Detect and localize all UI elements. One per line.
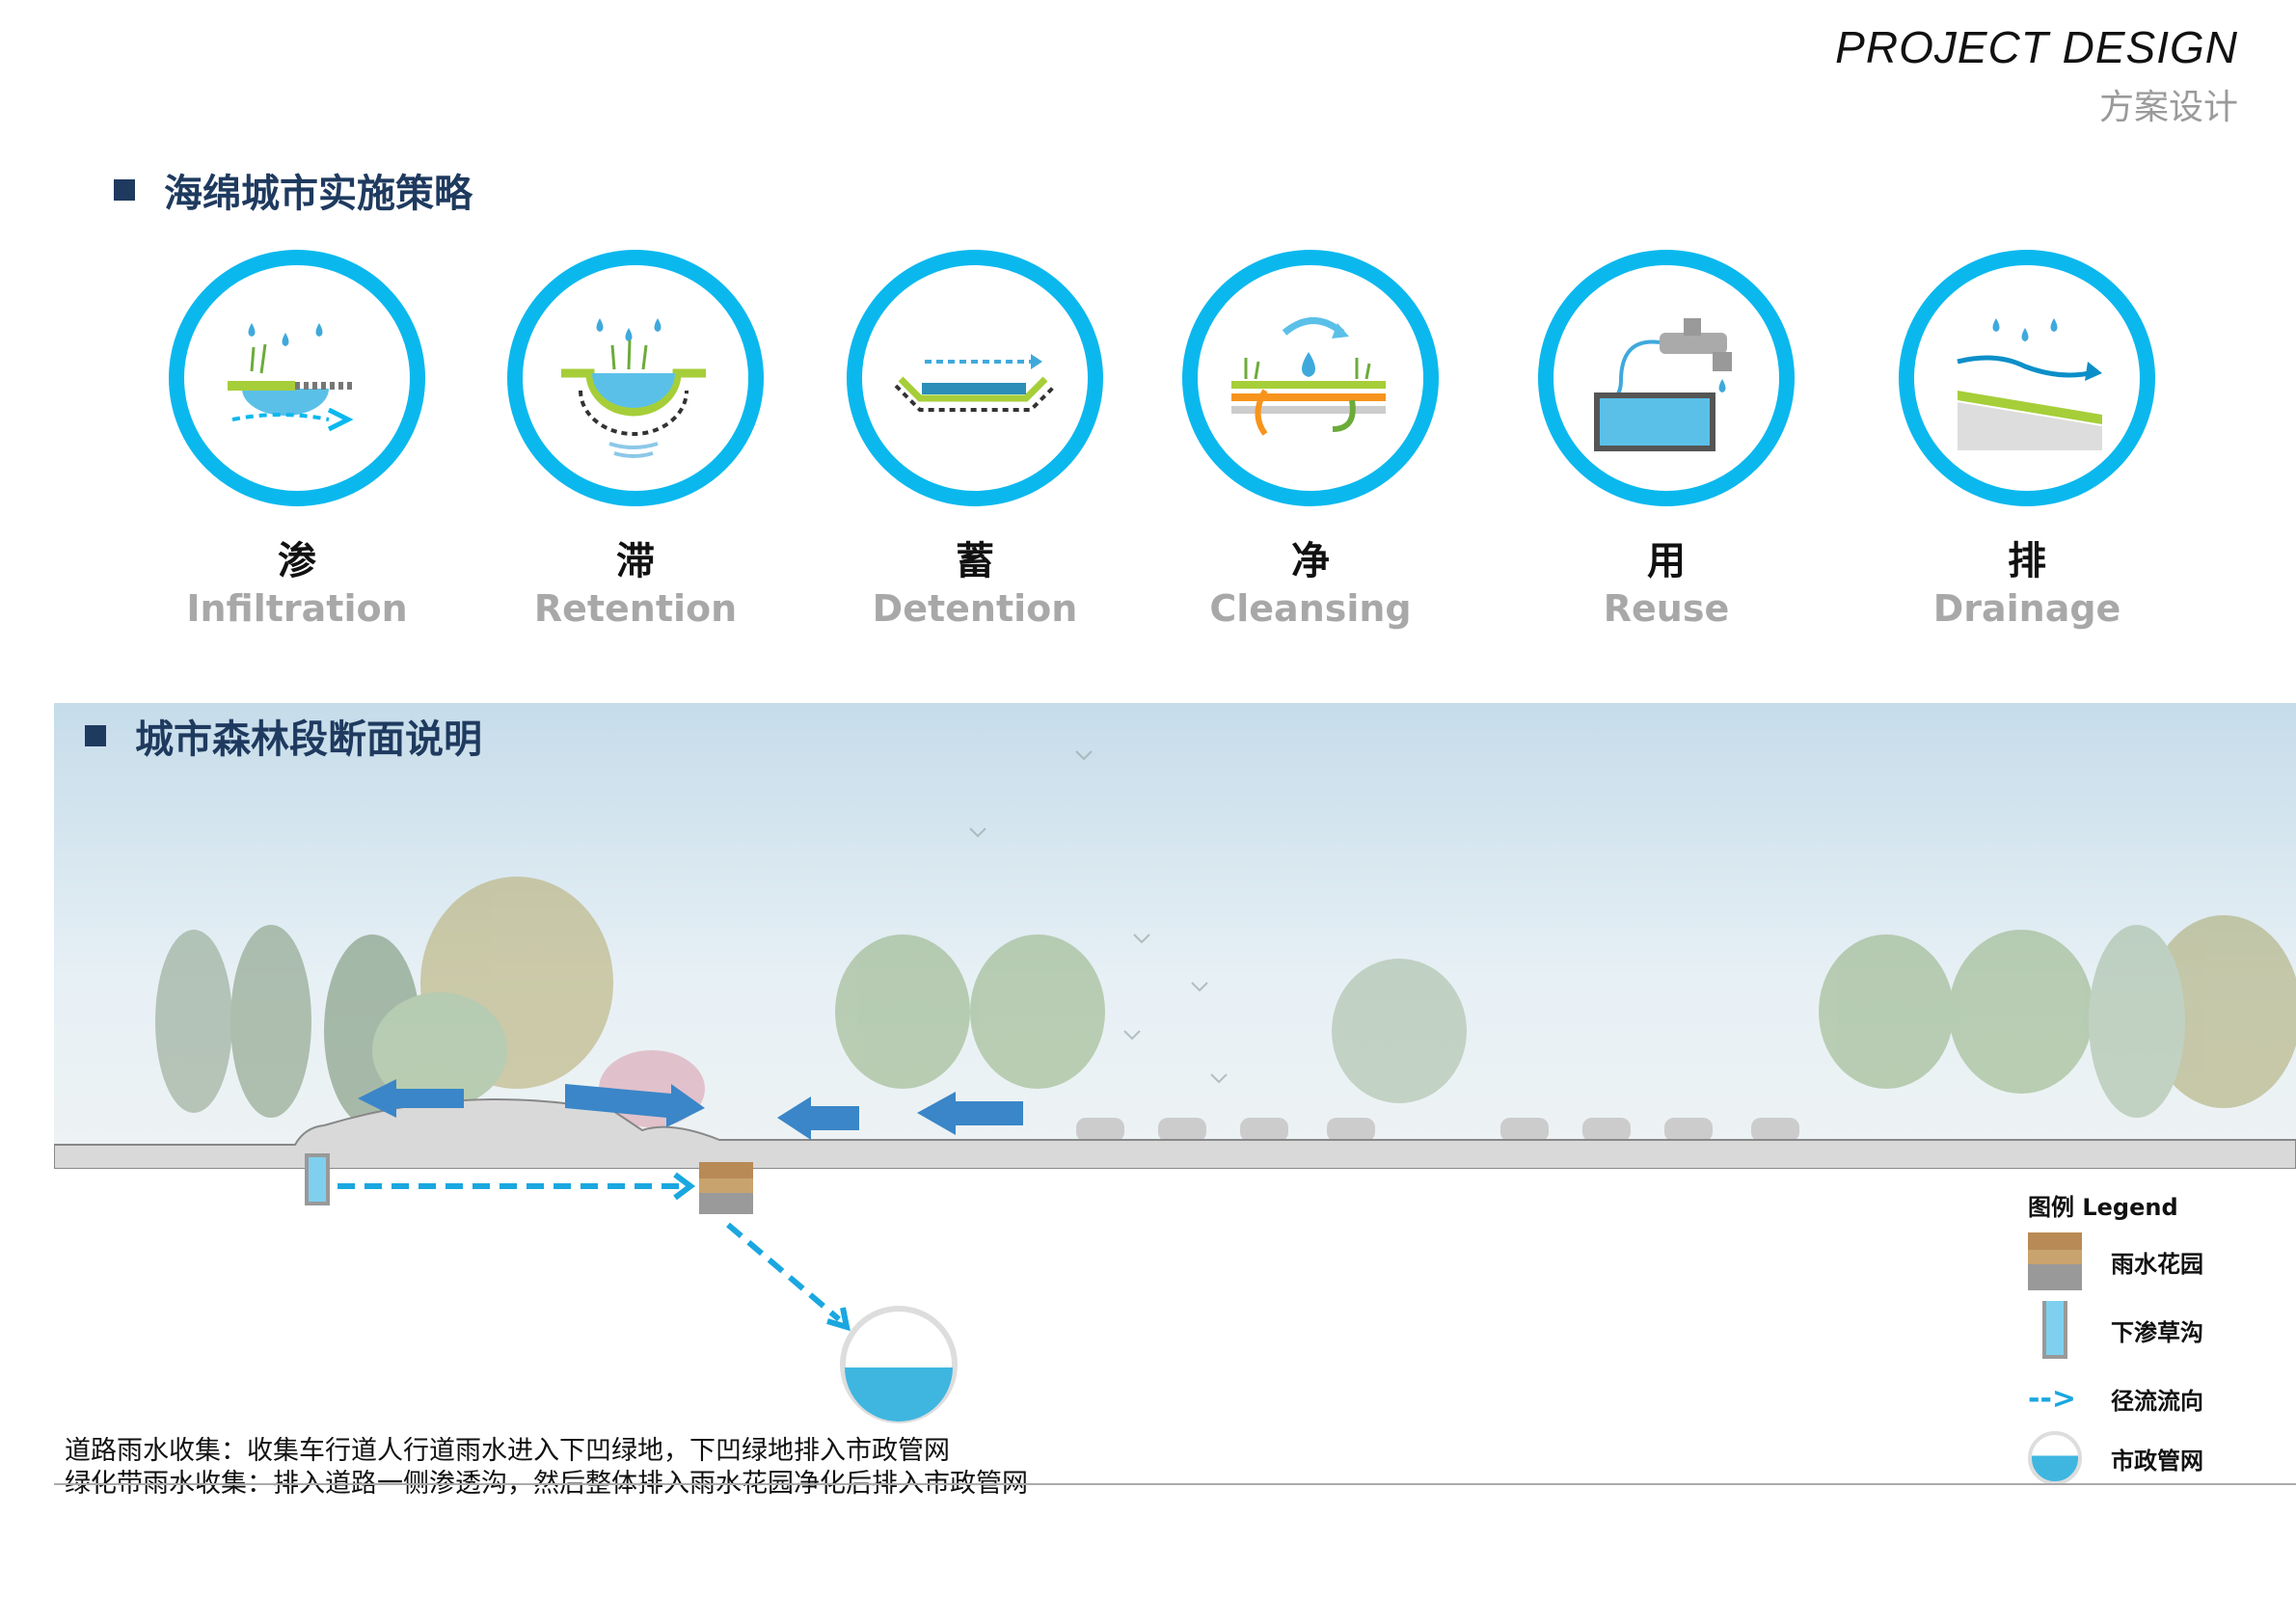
legend-item: --> 径流流向	[2028, 1368, 2203, 1428]
runoff-arrow-icon: -->	[2028, 1381, 2077, 1416]
strategy-drainage: 排 Drainage	[1882, 250, 2172, 630]
strategy-infiltration: 渗 Infiltration	[152, 250, 442, 630]
strategy-cn: 滞	[616, 539, 655, 583]
note-road-rainwater: 道路雨水收集：收集车行道人行道雨水进入下凹绿地，下凹绿地排入市政管网	[65, 1436, 950, 1466]
strategy-en: Infiltration	[186, 587, 408, 630]
detention-icon	[894, 354, 1057, 412]
legend-item: 雨水花园	[2028, 1232, 2203, 1291]
strategy-en: Reuse	[1603, 587, 1730, 630]
section-illustration	[54, 703, 2296, 1169]
strategy-heading-text: 海绵城市实施策略	[164, 172, 473, 216]
strategy-cn: 渗	[278, 539, 316, 583]
legend-label: 径流流向	[2111, 1387, 2203, 1415]
bullet-square	[114, 179, 135, 201]
infiltration-icon	[228, 323, 354, 432]
legend-item: 下渗草沟	[2028, 1291, 2203, 1368]
runoff-arrows	[358, 1079, 1023, 1140]
reuse-icon	[1594, 318, 1732, 451]
bullet-square	[85, 725, 106, 746]
legend-label: 雨水花园	[2111, 1250, 2203, 1278]
strategy-heading: 海绵城市实施策略	[114, 162, 473, 218]
grass-swale-icon	[2028, 1301, 2082, 1359]
drainage-icon	[1957, 318, 2102, 450]
strategy-en: Cleansing	[1209, 587, 1412, 630]
strategy-cleansing: 净 Cleansing	[1166, 250, 1455, 630]
strategy-cn: 排	[2008, 539, 2046, 583]
strategy-en: Detention	[872, 587, 1078, 630]
strategy-cn: 用	[1647, 539, 1686, 583]
legend-item: 市政管网	[2028, 1428, 2203, 1488]
strategy-cn: 蓄	[956, 539, 994, 583]
title-en: PROJECT DESIGN	[1835, 22, 2238, 72]
section-heading-text: 城市森林段断面说明	[135, 717, 482, 762]
cleansing-icon	[1231, 317, 1386, 436]
legend-label: 市政管网	[2111, 1447, 2203, 1475]
legend-title: 图例 Legend	[2028, 1194, 2178, 1221]
note-greenbelt-rainwater: 绿化带雨水收集：排入道路一侧渗透沟，然后整体排入雨水花园净化后排入市政管网	[65, 1469, 1028, 1499]
strategy-cn: 净	[1291, 539, 1330, 583]
strategy-en: Retention	[533, 587, 738, 630]
rain-garden-icon	[2028, 1232, 2082, 1290]
legend-label: 下渗草沟	[2111, 1318, 2203, 1346]
legend: 图例 Legend 雨水花园 下渗草沟 --> 径流流向 市政管网	[2028, 1188, 2203, 1488]
municipal-pipe-icon	[840, 1306, 958, 1423]
street-section-scene	[54, 750, 2296, 1169]
municipal-pipe-icon	[2028, 1431, 2082, 1485]
grass-swale-icon	[305, 1153, 330, 1205]
flow-diagram	[305, 1153, 958, 1423]
strategy-en: Drainage	[1932, 587, 2121, 630]
strategy-reuse: 用 Reuse	[1522, 250, 1811, 630]
section-heading: 城市森林段断面说明	[85, 708, 482, 764]
strategy-detention: 蓄 Detention	[830, 250, 1120, 630]
title-cn: 方案设计	[2098, 88, 2238, 127]
divider-line	[54, 1483, 2296, 1485]
strategy-retention: 滞 Retention	[491, 250, 780, 630]
rain-garden-icon	[699, 1162, 753, 1214]
retention-icon	[561, 318, 706, 458]
